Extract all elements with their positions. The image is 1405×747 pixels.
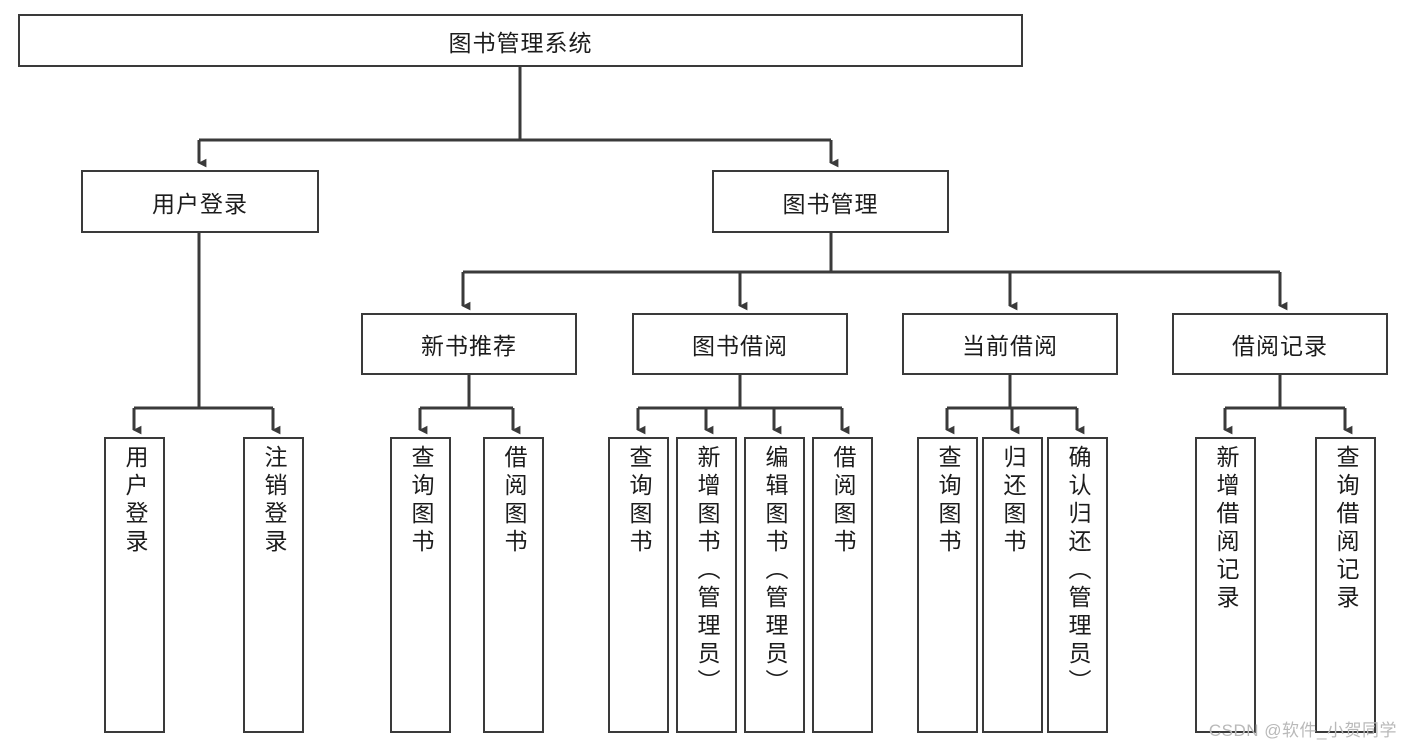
node-label: 确认归还（管理员） <box>1065 445 1091 697</box>
node-label: 借阅图书 <box>501 445 527 557</box>
node-new-book-recommend[interactable]: 新书推荐 <box>361 313 577 375</box>
node-book-management[interactable]: 图书管理 <box>712 170 949 233</box>
leaf-current-confirm-return[interactable]: 确认归还（管理员） <box>1047 437 1108 733</box>
node-book-borrow[interactable]: 图书借阅 <box>632 313 848 375</box>
node-label: 图书管理 <box>782 190 879 217</box>
node-label: 用户登录 <box>152 190 248 217</box>
node-label: 用户登录 <box>122 445 148 557</box>
node-label: 当前借阅 <box>962 333 1058 359</box>
leaf-borrow-borrow-book[interactable]: 借阅图书 <box>812 437 873 733</box>
node-label: 查询图书 <box>626 445 652 557</box>
node-label: 新书推荐 <box>421 333 517 359</box>
leaf-borrow-query-book[interactable]: 查询图书 <box>608 437 669 733</box>
node-label: 查询图书 <box>408 445 434 557</box>
leaf-records-add-record[interactable]: 新增借阅记录 <box>1195 437 1256 733</box>
node-label: 查询图书 <box>935 445 961 557</box>
leaf-current-return-book[interactable]: 归还图书 <box>982 437 1043 733</box>
node-label: 图书管理系统 <box>448 29 593 56</box>
leaf-recommend-query-book[interactable]: 查询图书 <box>390 437 451 733</box>
node-current-borrow[interactable]: 当前借阅 <box>902 313 1118 375</box>
node-label: 图书借阅 <box>692 333 788 359</box>
node-label: 查询借阅记录 <box>1333 445 1359 613</box>
node-label: 注销登录 <box>261 445 287 557</box>
node-label: 编辑图书（管理员） <box>762 445 788 697</box>
leaf-current-query-book[interactable]: 查询图书 <box>917 437 978 733</box>
node-label: 归还图书 <box>1000 445 1026 557</box>
leaf-user-login[interactable]: 用户登录 <box>104 437 165 733</box>
leaf-borrow-edit-book[interactable]: 编辑图书（管理员） <box>744 437 805 733</box>
node-root-system[interactable]: 图书管理系统 <box>18 14 1023 67</box>
node-label: 新增图书（管理员） <box>694 445 720 697</box>
leaf-recommend-borrow-book[interactable]: 借阅图书 <box>483 437 544 733</box>
node-user-login[interactable]: 用户登录 <box>81 170 319 233</box>
node-label: 借阅记录 <box>1232 333 1328 359</box>
leaf-borrow-add-book[interactable]: 新增图书（管理员） <box>676 437 737 733</box>
watermark: CSDN @软件_小贺同学 <box>1208 721 1397 740</box>
node-label: 借阅图书 <box>830 445 856 557</box>
leaf-records-query-record[interactable]: 查询借阅记录 <box>1315 437 1376 733</box>
node-label: 新增借阅记录 <box>1213 445 1239 613</box>
leaf-logout-login[interactable]: 注销登录 <box>243 437 304 733</box>
node-borrow-records[interactable]: 借阅记录 <box>1172 313 1388 375</box>
